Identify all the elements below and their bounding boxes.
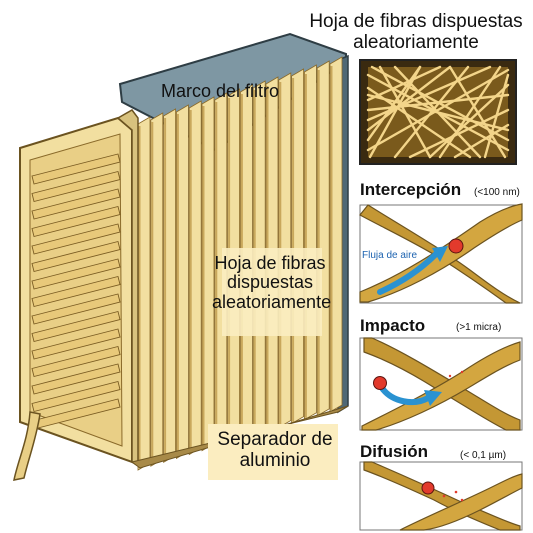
louver-slat xyxy=(31,310,121,343)
fiber-strand xyxy=(483,73,510,159)
interception-size: (<100 nm) xyxy=(474,187,520,198)
filter-frame-label: Marco del filtro xyxy=(160,81,280,101)
louver-slat xyxy=(31,275,121,308)
louver-slat xyxy=(31,153,121,185)
separator-label-bg xyxy=(208,424,338,480)
filter-front-face xyxy=(19,109,139,468)
louver-slat xyxy=(31,223,121,255)
louver-slat xyxy=(31,188,121,220)
louver-slat xyxy=(31,345,121,378)
hanging-strip xyxy=(13,411,41,481)
louver-slat xyxy=(31,258,121,290)
fiber-strand xyxy=(366,65,442,102)
fiber-strand xyxy=(408,108,510,159)
impaction-title: Impacto xyxy=(360,316,426,335)
fiber-strand xyxy=(366,86,472,159)
aluminium-separator-label: Separador de aluminio xyxy=(217,429,333,471)
fiber-media-label: Hoja de fibras dispuestas aleatoriamente xyxy=(212,253,332,312)
fiber-strand xyxy=(428,83,510,159)
louver-slat xyxy=(31,170,121,203)
fiber-sheet-inset xyxy=(359,59,517,165)
media-label-bg xyxy=(222,248,322,336)
louver-slat xyxy=(31,205,121,238)
louver-slat xyxy=(31,328,121,360)
aluminium-separator-louvers xyxy=(31,153,121,430)
fiber-strand xyxy=(370,65,510,142)
airflow-label: Fluja de aire xyxy=(362,250,418,261)
fiber-strand xyxy=(453,123,510,159)
impaction-panel xyxy=(359,337,523,431)
louver-slat xyxy=(31,363,121,395)
pleat xyxy=(329,56,343,413)
impaction-size: (>1 micra) xyxy=(456,322,502,333)
interception-title: Intercepción xyxy=(360,180,462,199)
fiber-strand xyxy=(366,68,510,152)
fiber-strand xyxy=(368,65,422,159)
louver-slat xyxy=(31,240,121,273)
interception-panel xyxy=(359,203,523,304)
fiber-strand xyxy=(366,65,492,122)
louver-slat xyxy=(31,293,121,325)
fiber-strand xyxy=(438,65,502,159)
diffusion-title: Difusión xyxy=(360,442,428,461)
diffusion-panel xyxy=(359,461,523,531)
diffusion-size: (< 0,1 µm) xyxy=(460,450,507,461)
fiber-sheet-title: Hoja de fibras dispuestas aleatoriamente xyxy=(309,11,523,53)
louver-slat xyxy=(31,380,121,413)
